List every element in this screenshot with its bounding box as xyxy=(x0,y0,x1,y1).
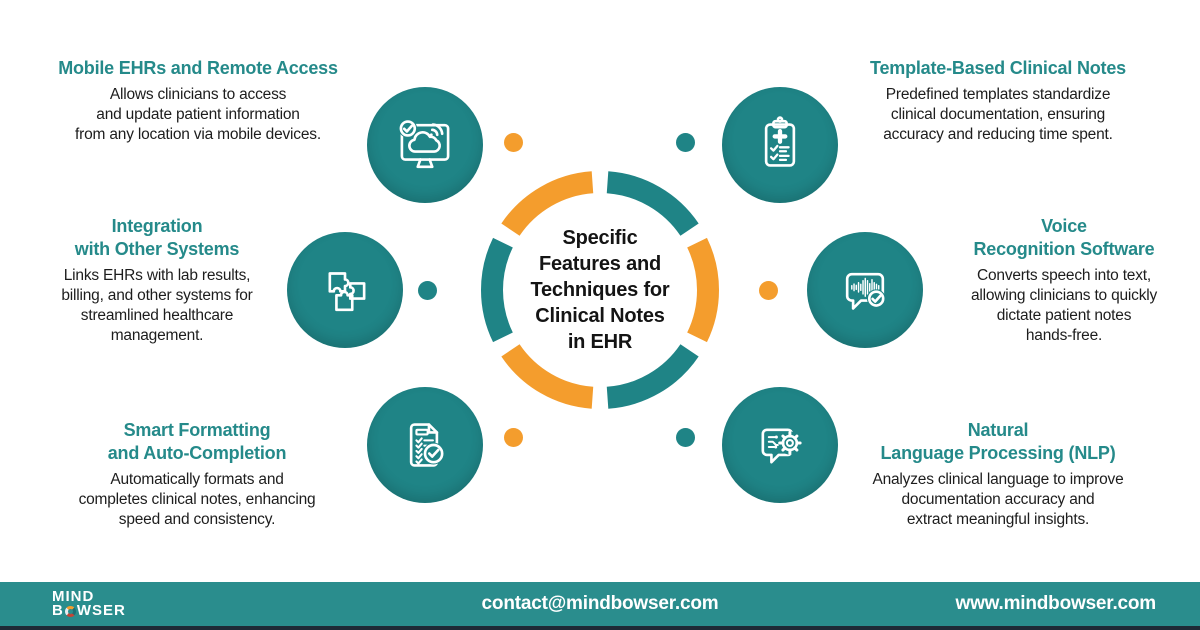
document-checklist-check-icon xyxy=(367,387,483,503)
speech-bubble-circuit-gear-icon xyxy=(722,387,838,503)
connector-dot xyxy=(759,281,778,300)
connector-dot xyxy=(504,133,523,152)
logo-o-mark-icon xyxy=(64,605,76,617)
logo-line-1: MIND xyxy=(52,588,126,605)
puzzle-pieces-icon xyxy=(287,232,403,348)
footer-bar: MIND B WSER contact@mindbowser.com www.m… xyxy=(0,582,1200,626)
connector-dot xyxy=(676,133,695,152)
section-title: Mobile EHRs and Remote Access xyxy=(58,58,338,78)
section-title: Smart Formatting and Auto-Completion xyxy=(107,420,287,463)
speech-bubble-waveform-check-glyph xyxy=(845,272,886,310)
section-title: Integration with Other Systems xyxy=(74,216,240,259)
puzzle-pieces-glyph xyxy=(328,272,366,312)
mindbowser-logo: MIND B WSER xyxy=(52,588,126,619)
connector-dot xyxy=(676,428,695,447)
center-title-area: Specific Features and Techniques for Cli… xyxy=(480,170,720,410)
section-mobile-ehrs: Mobile EHRs and Remote Access Allows cli… xyxy=(28,57,368,145)
section-nlp: Natural Language Processing (NLP) Analyz… xyxy=(824,419,1172,530)
speech-bubble-circuit-gear-glyph xyxy=(761,428,802,464)
section-smart-formatting: Smart Formatting and Auto-Completion Aut… xyxy=(35,419,359,530)
speech-bubble-waveform-check-icon xyxy=(807,232,923,348)
section-title: Voice Recognition Software xyxy=(973,216,1155,259)
monitor-cloud-wifi-check-glyph xyxy=(398,119,450,169)
section-title: Natural Language Processing (NLP) xyxy=(880,420,1116,463)
connector-dot xyxy=(418,281,437,300)
section-integration: Integration with Other Systems Links EHR… xyxy=(25,215,289,346)
section-body: Automatically formats and completes clin… xyxy=(78,471,316,528)
monitor-cloud-wifi-check-icon xyxy=(367,87,483,203)
logo-text-wser: WSER xyxy=(76,602,126,619)
section-body: Analyzes clinical language to improve do… xyxy=(872,471,1124,528)
footer-dark-strip xyxy=(0,626,1200,630)
logo-line-2: B WSER xyxy=(52,602,126,619)
section-template-notes: Template-Based Clinical Notes Predefined… xyxy=(824,57,1172,145)
connector-dot xyxy=(504,428,523,447)
section-body: Links EHRs with lab results, billing, an… xyxy=(61,267,253,344)
center-title: Specific Features and Techniques for Cli… xyxy=(530,227,670,353)
document-checklist-check-glyph xyxy=(409,423,445,467)
logo-text-mind: MIND xyxy=(52,588,95,605)
section-voice-recognition: Voice Recognition Software Converts spee… xyxy=(932,215,1196,346)
section-title: Template-Based Clinical Notes xyxy=(870,58,1126,78)
medical-clipboard-checklist-glyph xyxy=(764,116,796,167)
section-body: Allows clinicians to access and update p… xyxy=(75,86,321,143)
ring-segments-glyph xyxy=(481,171,719,409)
dashed-circle-ring xyxy=(480,170,720,410)
logo-text-b: B xyxy=(52,602,64,619)
section-body: Predefined templates standardize clinica… xyxy=(883,86,1113,143)
section-body: Converts speech into text, allowing clin… xyxy=(970,267,1158,344)
website-url: www.mindbowser.com xyxy=(955,593,1156,614)
medical-clipboard-checklist-icon xyxy=(722,87,838,203)
contact-email: contact@mindbowser.com xyxy=(481,593,719,614)
